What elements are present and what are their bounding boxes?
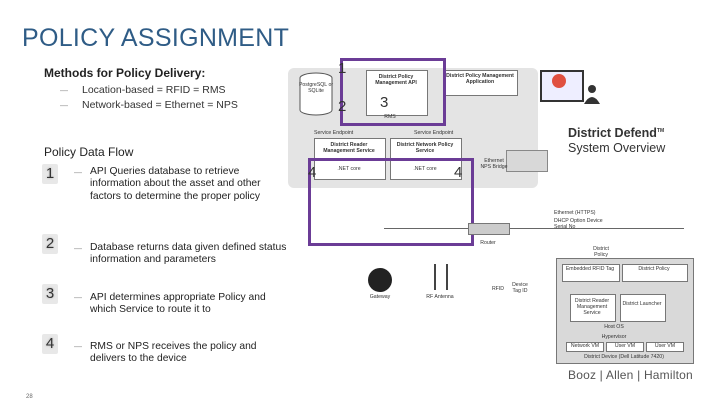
hypervisor-label: Hypervisor <box>601 334 627 340</box>
embedded-tag-box <box>562 264 620 282</box>
flow-heading: Policy Data Flow <box>44 145 134 159</box>
system-diagram: PostgreSQL or SQLite District Policy Man… <box>284 58 720 368</box>
bullet-dash-icon: — <box>74 244 82 253</box>
db-label: PostgreSQL or SQLite <box>298 82 334 94</box>
vm-user: User VM <box>646 342 684 352</box>
step-text-3: API determines appropriate Policy and wh… <box>90 292 266 316</box>
api-label: District Policy Management API <box>375 74 417 86</box>
callout-box-services <box>308 158 474 246</box>
callout-box-api <box>340 58 446 126</box>
method-item: — Network-based = Ethernet = NPS <box>60 99 238 111</box>
step-number-2: 2 <box>42 234 58 254</box>
nps-label: District Network Policy Service <box>396 142 454 154</box>
device-label: District Device (Dell Latitude 7420) <box>584 354 664 360</box>
step-number-3: 3 <box>42 284 58 304</box>
bullet-dash-icon: — <box>60 100 68 110</box>
bullet-dash-icon: — <box>74 168 82 177</box>
page-number: 28 <box>26 394 33 400</box>
bullet-dash-icon: — <box>74 293 82 302</box>
host-os-label: Host OS <box>604 324 624 330</box>
ethernet-nps-label: Ethernet NPS Bridge <box>480 158 508 170</box>
gateway-label: Gateway <box>369 294 391 300</box>
launcher-box <box>620 294 666 322</box>
gateway-icon <box>368 268 392 292</box>
page-title: POLICY ASSIGNMENT <box>22 24 290 52</box>
rfid-label: RFID <box>491 286 505 292</box>
method-item-label: Location-based = RFID = RMS <box>82 84 226 96</box>
methods-heading: Methods for Policy Delivery: <box>44 66 206 80</box>
method-item-label: Network-based = Ethernet = NPS <box>82 99 238 111</box>
database-icon <box>298 72 334 116</box>
callout-1: 1 <box>338 60 347 77</box>
dhcp-label: DHCP Option Device Serial No <box>554 218 603 230</box>
callout-4: 4 <box>308 164 317 181</box>
bullet-dash-icon: — <box>60 85 68 95</box>
step-text-4: RMS or NPS receives the policy and deliv… <box>90 341 257 365</box>
bullet-dash-icon: — <box>74 342 82 351</box>
net-core-label: .NET core <box>337 166 361 172</box>
method-item: — Location-based = RFID = RMS <box>60 84 226 96</box>
tag-label: Device Tag ID <box>512 282 528 294</box>
browser-icon <box>552 74 566 88</box>
vm-user: User VM <box>606 342 644 352</box>
switch-icon <box>506 150 548 172</box>
service-endpoint-label: Service Endpoint <box>314 130 354 136</box>
service-endpoint-label: Service Endpoint <box>414 130 454 136</box>
callout-3: 3 <box>380 94 389 111</box>
system-overview-title: District DefendTM System Overview <box>568 126 666 156</box>
callout-4b: 4 <box>454 164 463 181</box>
router-icon <box>468 223 510 235</box>
device-policy-label: District Policy <box>638 266 670 272</box>
router-label: Router <box>480 240 496 246</box>
ethernet-line <box>384 228 684 229</box>
antenna-icon <box>434 264 448 290</box>
vm-network: Network VM <box>566 342 604 352</box>
device-policy-box <box>622 264 688 282</box>
user-icon <box>584 84 600 104</box>
ethernet-label: Ethernet (HTTPS) <box>554 210 596 216</box>
reader-mgmt-box <box>570 294 616 322</box>
callout-2: 2 <box>338 98 347 115</box>
step-number-1: 1 <box>42 164 58 184</box>
rf-label: RF Antenna <box>426 294 454 300</box>
app-label: District Policy Management Application <box>446 73 514 85</box>
brand-logo: Booz | Allen | Hamilton <box>568 368 693 382</box>
reader-mgmt-label: District Reader Management Service <box>574 298 610 316</box>
app-box <box>444 70 518 96</box>
reader-label: District Reader Management Service <box>323 142 375 154</box>
step-text-2: Database returns data given defined stat… <box>90 242 287 266</box>
district-policy-label: District Policy <box>593 246 609 258</box>
embedded-tag-label: Embedded RFID Tag <box>565 266 615 272</box>
rms-label: RMS <box>384 114 396 120</box>
net-core-label: .NET core <box>413 166 437 172</box>
api-box <box>366 70 428 116</box>
step-text-1: API Queries database to retrieve informa… <box>90 166 261 202</box>
step-number-4: 4 <box>42 334 58 354</box>
launcher-label: District Launcher <box>622 301 662 307</box>
